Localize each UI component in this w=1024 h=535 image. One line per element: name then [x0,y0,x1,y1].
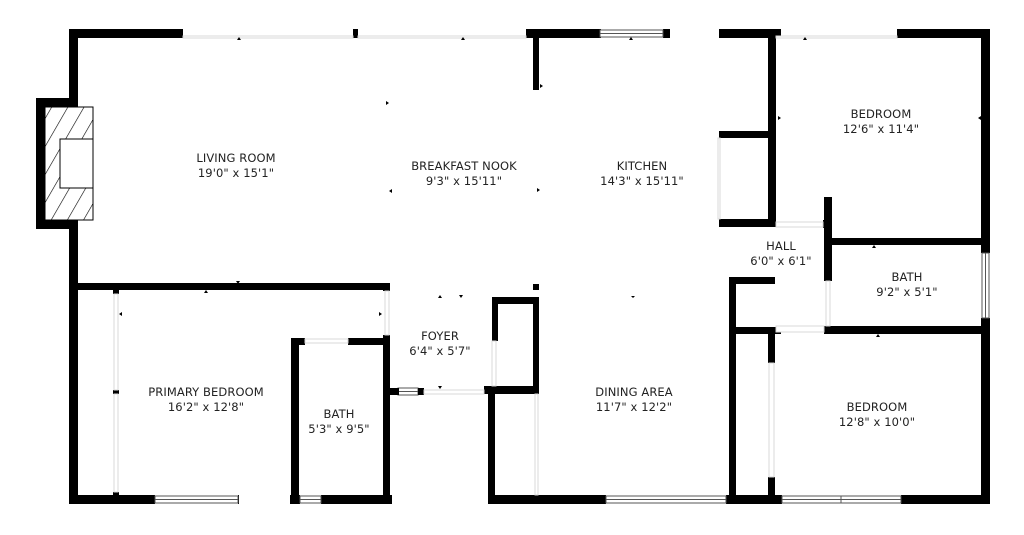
room-label-living-room: LIVING ROOM 19'0" x 15'1" [196,151,275,181]
room-dimensions: 12'8" x 10'0" [838,415,916,429]
room-name: BEDROOM [850,107,912,121]
room-dimensions: 6'0" x 6'1" [750,254,812,268]
room-dimensions: 16'2" x 12'8" [167,400,245,414]
room-label-bath-primary: BATH 5'3" x 9'5" [308,407,369,437]
room-name: BEDROOM [846,400,908,414]
room-name: BREAKFAST NOOK [411,159,517,173]
room-name: HALL [766,239,796,253]
room-dimensions: 14'3" x 15'11" [600,174,684,188]
windows [154,29,990,504]
room-label-kitchen: KITCHEN 14'3" x 15'11" [600,159,684,189]
room-dimensions: 19'0" x 15'1" [197,166,275,180]
room-label-bedroom-upper: BEDROOM 12'6" x 11'4" [843,107,919,137]
room-name: BATH [323,407,355,421]
room-dimensions: 12'6" x 11'4" [842,122,920,136]
room-name: LIVING ROOM [196,151,276,165]
room-name: KITCHEN [616,159,668,173]
room-name: BATH [891,270,923,284]
room-name: PRIMARY BEDROOM [148,385,264,399]
room-name: DINING AREA [595,385,673,399]
room-dimensions: 11'7" x 12'2" [595,400,673,414]
measurement-ticks [119,37,981,389]
room-dimensions: 6'4" x 5'7" [409,344,471,358]
room-label-hall: HALL 6'0" x 6'1" [750,239,811,269]
room-label-foyer: FOYER 6'4" x 5'7" [409,329,470,359]
interior-walls [69,37,990,504]
room-dimensions: 9'2" x 5'1" [876,285,938,299]
openings [113,35,898,496]
room-name: FOYER [421,329,459,343]
fireplace [44,106,94,221]
room-label-primary-bedroom: PRIMARY BEDROOM 16'2" x 12'8" [148,385,264,415]
room-label-dining-area: DINING AREA 11'7" x 12'2" [595,385,673,415]
room-dimensions: 9'3" x 15'11" [425,174,503,188]
room-label-bath-hall: BATH 9'2" x 5'1" [876,270,937,300]
exterior-walls [36,29,990,504]
room-dimensions: 5'3" x 9'5" [308,422,370,436]
room-label-breakfast-nook: BREAKFAST NOOK 9'3" x 15'11" [411,159,517,189]
room-label-bedroom-lower: BEDROOM 12'8" x 10'0" [839,400,915,430]
